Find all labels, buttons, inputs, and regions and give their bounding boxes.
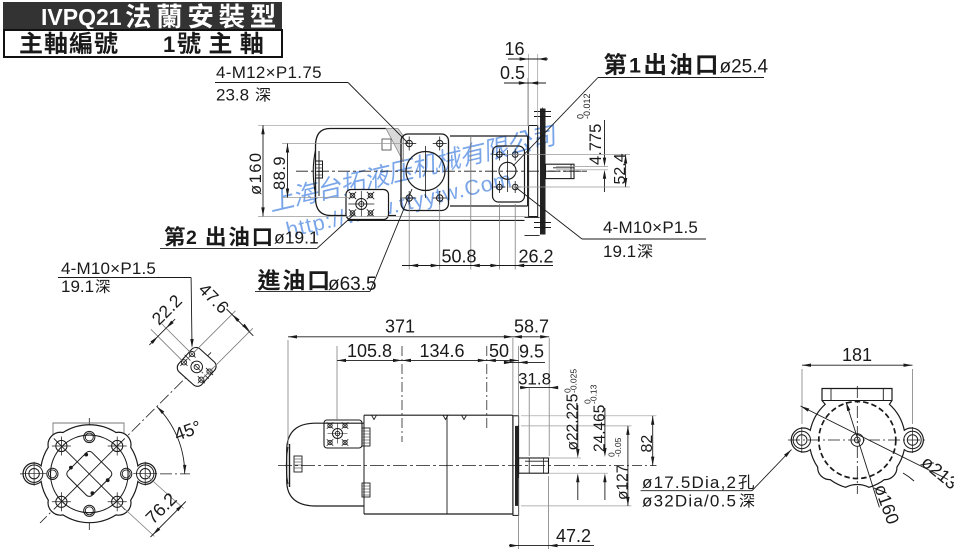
svg-text:58.7: 58.7 [514,317,549,337]
svg-text:4-M10×P1.5: 4-M10×P1.5 [61,259,156,278]
svg-text:50: 50 [489,341,509,361]
svg-text:26.2: 26.2 [518,247,553,267]
svg-text:-0.012: -0.012 [582,93,592,119]
svg-text:4-M10×P1.5: 4-M10×P1.5 [603,218,698,237]
svg-text:50.8: 50.8 [441,247,476,267]
svg-text:IVPQ21: IVPQ21 [41,4,122,30]
svg-text:134.6: 134.6 [419,341,464,361]
svg-text:-0.05: -0.05 [613,437,623,457]
svg-text:4.775: 4.775 [587,124,605,165]
svg-text:ø160: ø160 [247,151,265,195]
svg-text:ø19.1: ø19.1 [274,228,319,248]
svg-text:16: 16 [504,39,524,59]
svg-text:82: 82 [639,435,656,453]
svg-text:1: 1 [163,32,175,57]
svg-text:47.2: 47.2 [556,526,591,546]
svg-text:ø127: ø127 [615,465,632,500]
svg-text:88.9: 88.9 [271,156,289,190]
svg-text:181: 181 [842,345,872,365]
svg-text:31.8: 31.8 [518,370,551,389]
svg-text:-0.025: -0.025 [569,369,579,393]
svg-text:ø17.5Dia,2: ø17.5Dia,2 [642,473,737,492]
svg-text:0: 0 [563,388,573,393]
svg-text:ø22.225: ø22.225 [565,394,582,451]
svg-text:-0.13: -0.13 [589,384,599,404]
svg-text:19.1: 19.1 [603,242,636,261]
svg-text:2: 2 [186,227,197,249]
svg-text:ø63.5: ø63.5 [328,274,377,295]
svg-text:1: 1 [629,54,641,78]
svg-text:0: 0 [583,399,593,404]
svg-text:24.465: 24.465 [592,405,609,452]
svg-text:105.8: 105.8 [347,341,392,361]
svg-text:19.1: 19.1 [61,277,94,296]
svg-text:ø25.4: ø25.4 [720,57,769,78]
svg-text:9.5: 9.5 [519,342,544,362]
svg-text:0.5: 0.5 [500,63,525,83]
svg-text:4-M12×P1.75: 4-M12×P1.75 [216,63,322,82]
svg-text:371: 371 [385,317,415,337]
svg-text:52.4: 52.4 [612,153,629,184]
svg-text:0: 0 [607,452,617,457]
svg-text:23.8: 23.8 [216,86,249,105]
svg-text:ø32Dia/0.5: ø32Dia/0.5 [642,492,737,511]
svg-text:0: 0 [576,114,586,119]
